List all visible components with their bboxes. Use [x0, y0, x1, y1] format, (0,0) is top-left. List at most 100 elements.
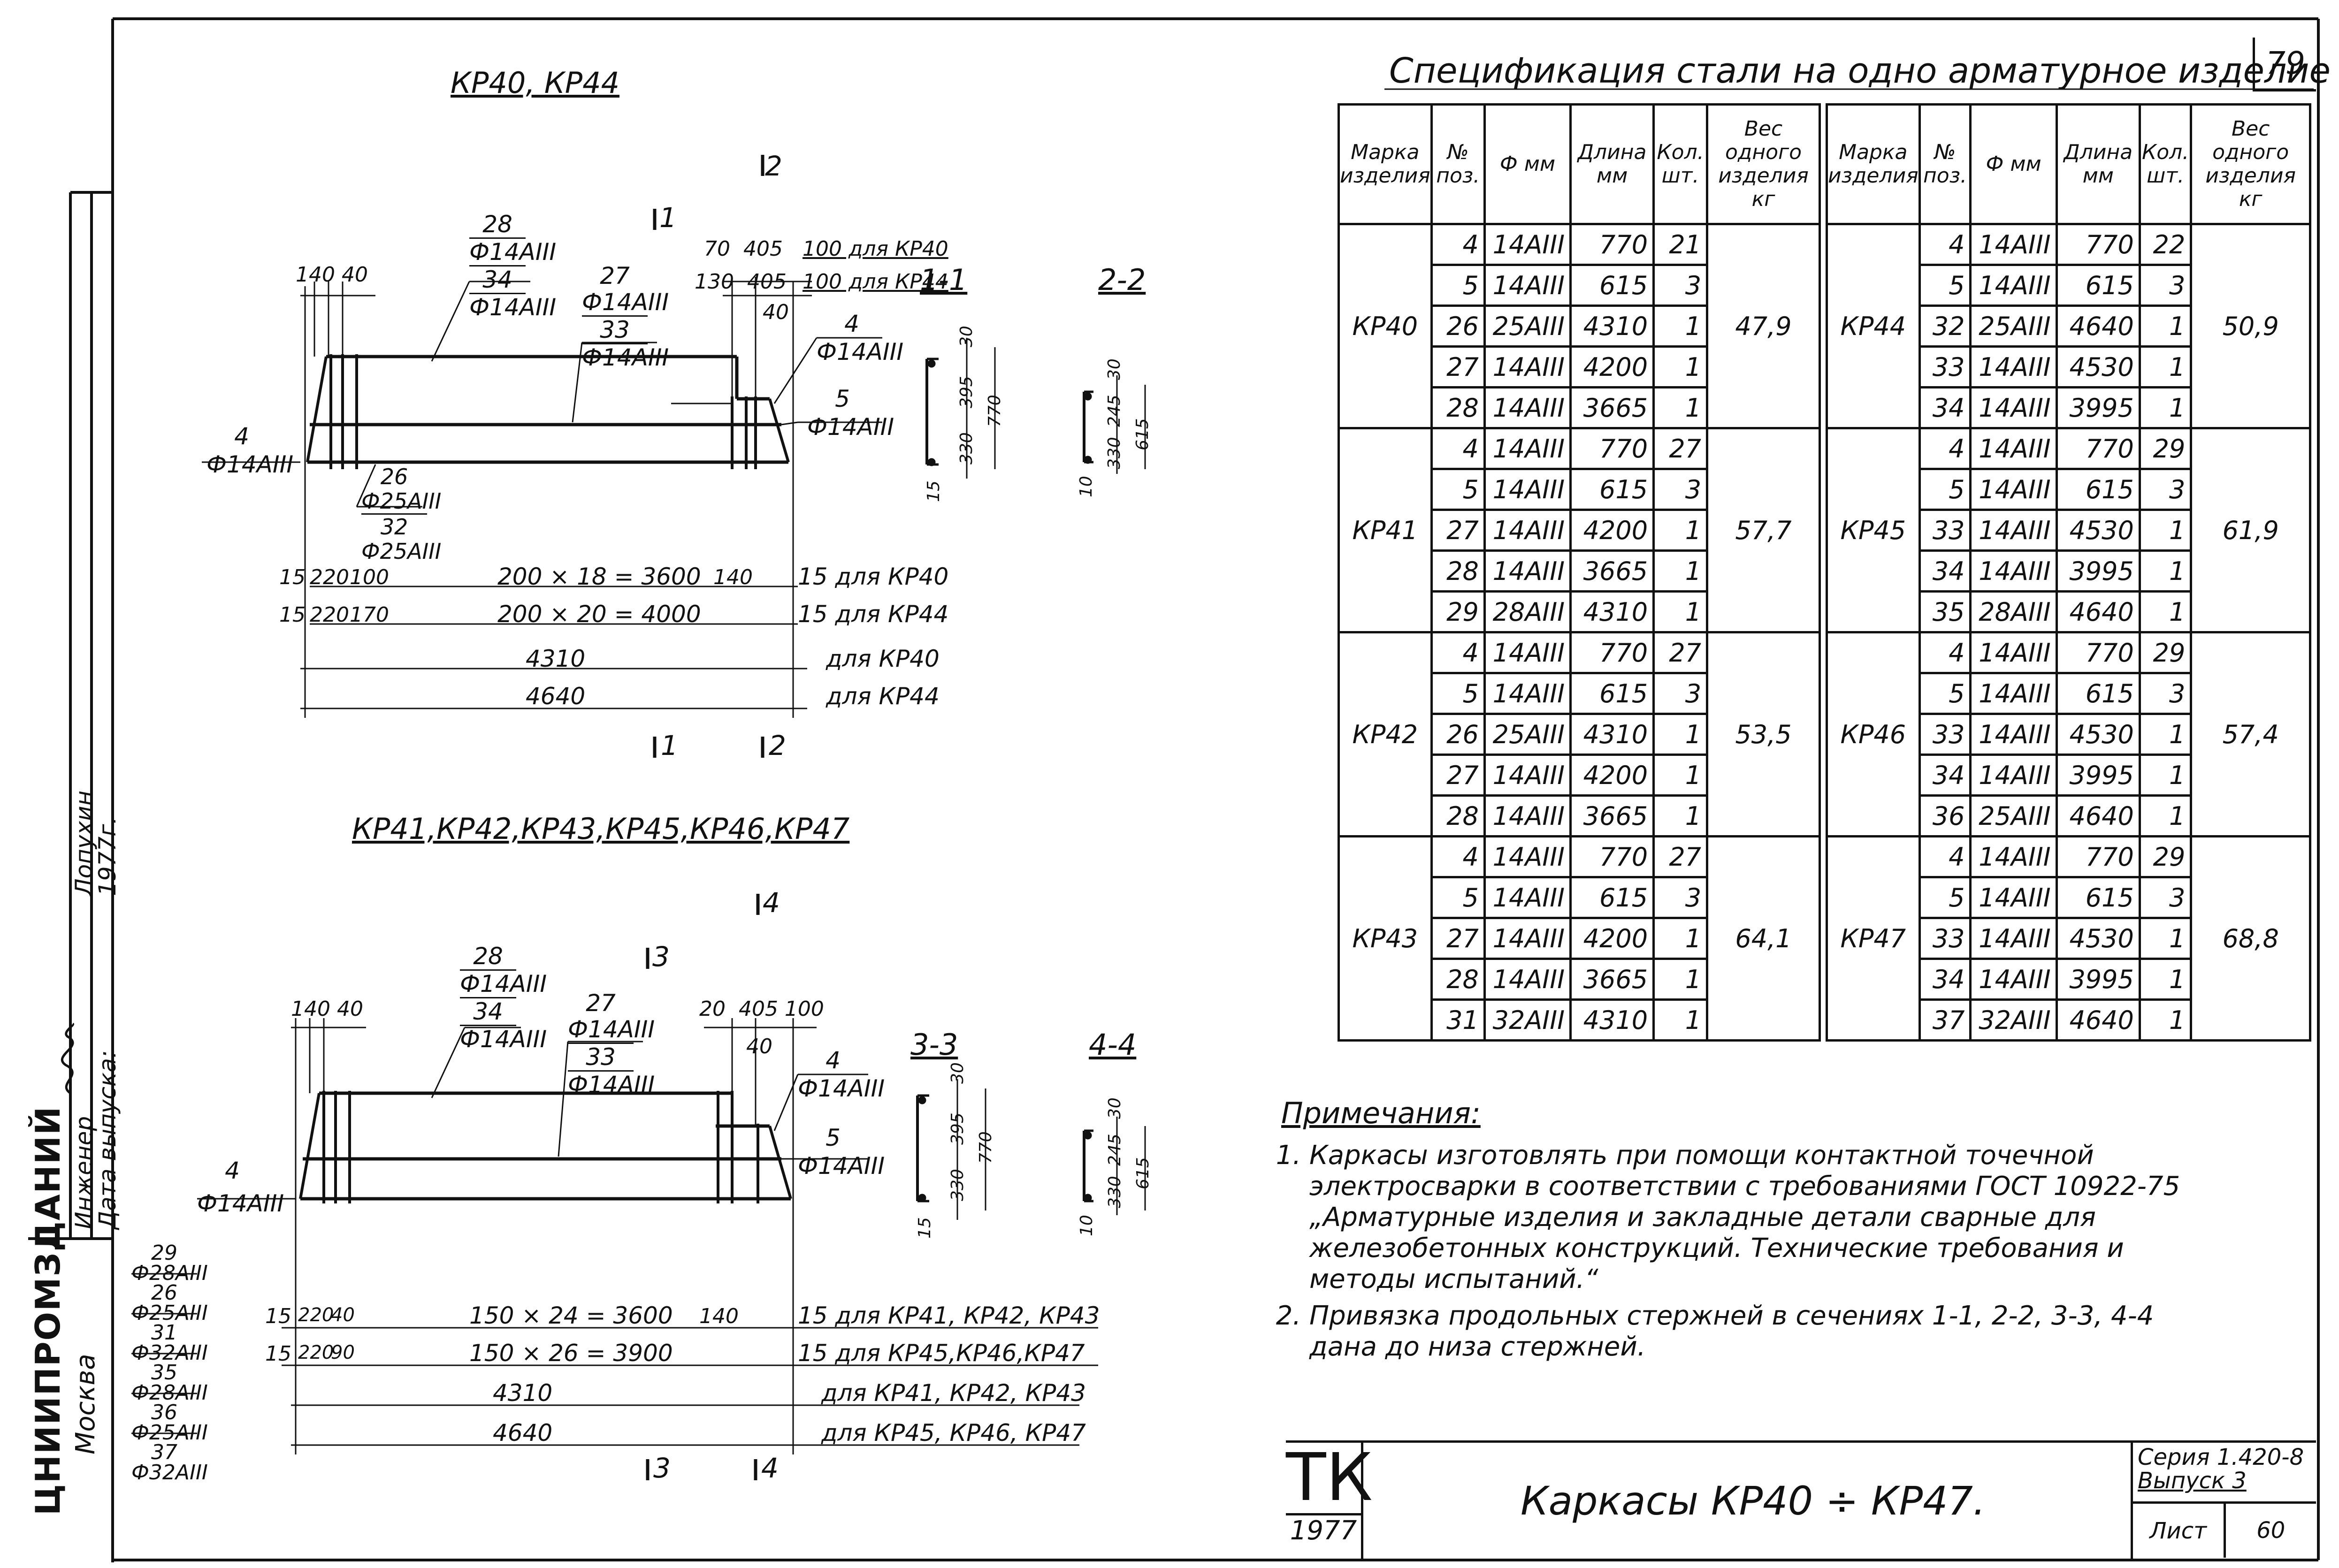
spec-dia: 14АIII [1969, 713, 2058, 756]
spec-length: 3995 [2055, 958, 2141, 1001]
spec-length: 3665 [1569, 794, 1655, 837]
spec-dia: 14АIII [1483, 223, 1572, 266]
stamp-title: Каркасы КР40 ÷ КР47. [1521, 1478, 1986, 1524]
spec-pos: 27 [1430, 509, 1486, 552]
spec-qty: 1 [2138, 917, 2193, 960]
spec-qty: 1 [1652, 754, 1709, 797]
legend-pos: 35 [151, 1361, 177, 1385]
spec-header-row: Марка изделия № поз. Ф мм Длина мм Кол. … [1338, 103, 1821, 225]
spec-qty: 29 [2138, 631, 2193, 674]
spec-length: 770 [2055, 835, 2141, 878]
pos-number: 32 [380, 514, 408, 540]
side-org: ЦНИИПРОМЗДАНИЙ [28, 1105, 68, 1515]
spec-pos: 5 [1918, 672, 1972, 715]
spec-pos: 4 [1918, 631, 1972, 674]
spec-pos: 36 [1918, 794, 1972, 837]
spec-length: 4640 [2055, 590, 2141, 633]
spec-dia: 14АIII [1483, 631, 1572, 674]
dim-value: 615 [1133, 418, 1152, 450]
dim-value: 10 [1077, 476, 1096, 497]
spec-qty: 1 [1652, 345, 1709, 388]
stamp-series: Серия 1.420-8 Выпуск 3 [2133, 1443, 2316, 1504]
spec-pos: 33 [1918, 713, 1972, 756]
spec-dia: 14АIII [1969, 876, 2058, 919]
spec-dia: 32АIII [1969, 998, 2058, 1042]
spec-length: 4200 [1569, 345, 1655, 388]
stamp-org: ТК [1286, 1439, 1373, 1516]
spec-dia: 28АIII [1483, 590, 1572, 633]
spec-mark: КР40 [1338, 223, 1433, 429]
bottom-drawing-title: КР41,КР42,КР43,КР45,КР46,КР47 [352, 812, 850, 846]
spec-dia: 14АIII [1483, 549, 1572, 593]
spec-dia: 14АIII [1969, 427, 2058, 470]
spec-length: 3665 [1569, 386, 1655, 429]
pos-number: 4 [234, 423, 249, 450]
legend-diameter: Ф25АIII [131, 1301, 208, 1325]
spec-pos: 34 [1918, 386, 1972, 429]
spec-length: 3665 [1569, 549, 1655, 593]
spec-qty: 3 [1652, 264, 1709, 307]
spec-length: 3995 [2055, 386, 2141, 429]
cut-mark-3-label: 3 [652, 941, 670, 973]
spec-dia: 28АIII [1969, 590, 2058, 633]
cut-mark-1-label: 1 [659, 202, 677, 234]
stamp-year: 1977 [1286, 1513, 1361, 1546]
spec-dia: 14АIII [1969, 468, 2058, 511]
bottom-dim-15-kp41: 15 для КР41, КР42, КР43 [798, 1302, 1100, 1329]
spec-table-left: Марка изделия № поз. Ф мм Длина мм Кол. … [1338, 103, 1821, 1042]
spec-dia: 14АIII [1483, 345, 1572, 388]
top-dim-4640-for: для КР44 [826, 683, 940, 710]
spec-dia: 14АIII [1969, 509, 2058, 552]
spec-qty: 1 [2138, 509, 2193, 552]
legend-diameter: Ф25АIII [131, 1420, 208, 1445]
pos-number: 34 [482, 266, 512, 293]
spec-length: 4200 [1569, 509, 1655, 552]
spec-length: 4640 [2055, 794, 2141, 837]
spec-qty: 1 [2138, 549, 2193, 593]
side-date-value: 1977г. [94, 816, 121, 896]
legend-diameter: Ф32АIII [131, 1340, 208, 1365]
spec-pos: 5 [1918, 876, 1972, 919]
top-dim-140a: 140 [713, 565, 753, 589]
spec-qty: 1 [2138, 304, 2193, 348]
spec-dia: 14АIII [1969, 754, 2058, 797]
spec-qty: 29 [2138, 427, 2193, 470]
pos-number: 27 [586, 990, 616, 1017]
cut-mark-4-label: 4 [763, 887, 780, 919]
bottom-dim-4640: 4640 [493, 1419, 553, 1446]
section-4-4-title: 4-4 [1089, 1028, 1137, 1062]
spec-qty: 3 [1652, 468, 1709, 511]
spec-qty: 29 [2138, 835, 2193, 878]
spec-length: 770 [1569, 223, 1655, 266]
dim-value: 330 [948, 1169, 967, 1201]
cut-mark-4-label-bottom: 4 [761, 1452, 779, 1484]
dim-value: 245 [1105, 395, 1124, 427]
bottom-dim-40a: 40 [331, 1304, 355, 1326]
stamp-top-border [1286, 1440, 2316, 1443]
dim-value: 330 [1105, 437, 1124, 469]
spec-length: 4310 [1569, 304, 1655, 348]
spec-pos: 4 [1430, 835, 1486, 878]
spec-pos: 33 [1918, 509, 1972, 552]
spec-dia: 14АIII [1969, 917, 2058, 960]
pos-number: 4 [826, 1047, 841, 1074]
spec-qty: 3 [2138, 876, 2193, 919]
spec-dia: 25АIII [1969, 304, 2058, 348]
col-pos: № поз. [1918, 103, 1972, 225]
bottom-dim-90: 90 [331, 1342, 355, 1363]
stamp-org-block: ТК 1977 [1286, 1439, 1373, 1560]
spec-length: 4200 [1569, 754, 1655, 797]
spec-weight: 47,9 [1706, 223, 1821, 429]
bar-diameter: Ф14АIII [568, 1070, 655, 1098]
spec-length: 3995 [2055, 754, 2141, 797]
